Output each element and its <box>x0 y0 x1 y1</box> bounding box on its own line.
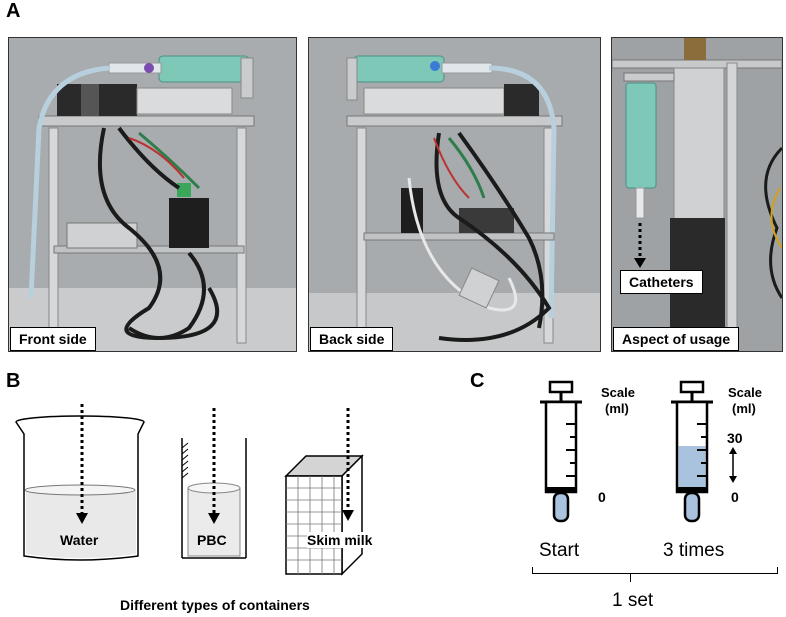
beaker-container <box>15 404 145 561</box>
set-bracket-left-tick <box>532 567 533 574</box>
water-label: Water <box>60 532 99 548</box>
start-label: Start <box>539 540 580 561</box>
front-side-illustration <box>9 38 296 351</box>
containers-caption: Different types of containers <box>120 597 310 613</box>
milk-box-container <box>284 408 364 576</box>
set-bracket-right-tick <box>777 567 778 574</box>
back-side-illustration <box>309 38 600 351</box>
set-bracket-line <box>532 573 778 574</box>
panel-letter-c: C <box>470 370 485 392</box>
three-times-label: 3 times <box>663 540 725 561</box>
front-side-label: Front side <box>10 327 96 351</box>
pbc-label: PBC <box>197 532 227 548</box>
zero-label-left: 0 <box>598 489 606 505</box>
scale-label-right: Scale <box>728 385 762 400</box>
usage-label: Aspect of usage <box>613 327 740 351</box>
catheters-label: Catheters <box>620 270 703 294</box>
skim-milk-label: Skim milk <box>307 532 373 548</box>
front-side-photo: Front side <box>8 37 297 352</box>
scale-label-left: Scale <box>601 385 635 400</box>
tube-container <box>181 408 247 559</box>
one-set-label: 1 set <box>612 590 654 611</box>
back-side-photo: Back side <box>308 37 601 352</box>
containers-diagram <box>15 404 364 576</box>
unit-label-right: (ml) <box>732 401 756 416</box>
set-bracket-center-tick <box>630 573 631 582</box>
panel-letter-b: B <box>6 370 21 392</box>
syringe-start <box>540 380 582 523</box>
usage-photo: Catheters Aspect of usage <box>611 37 783 352</box>
zero-label-right: 0 <box>731 489 739 505</box>
panel-letter-a: A <box>6 0 21 22</box>
unit-label-left: (ml) <box>605 401 629 416</box>
back-side-label: Back side <box>310 327 394 351</box>
usage-illustration <box>612 38 782 351</box>
thirty-label-right: 30 <box>727 430 743 446</box>
syringe-three-times <box>671 380 737 523</box>
syringe-diagram <box>540 380 737 523</box>
